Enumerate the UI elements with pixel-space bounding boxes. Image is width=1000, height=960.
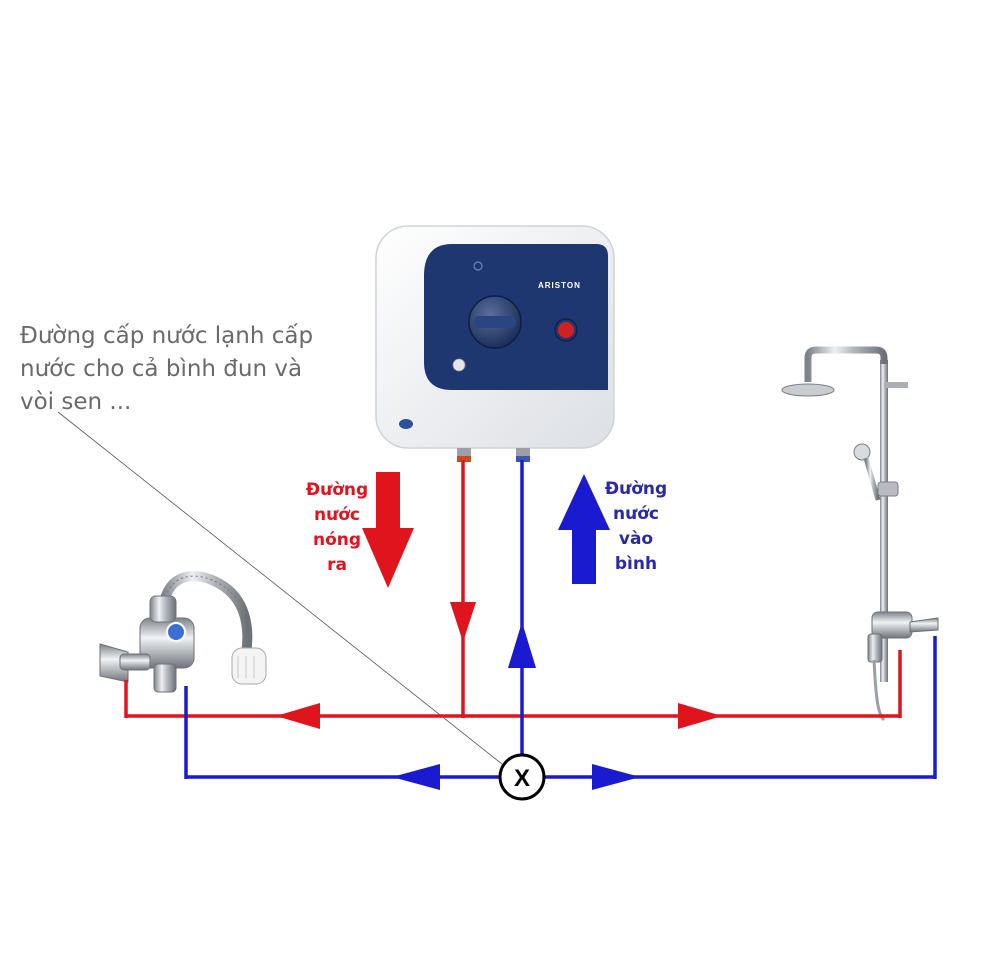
note-line-2: nước cho cả bình đun và xyxy=(20,356,302,382)
cold-in-big-arrow xyxy=(558,474,610,584)
hot-label-line-1: Đường xyxy=(306,480,368,500)
water-heater-icon: ARISTON xyxy=(375,225,615,462)
hot-label-line-4: ra xyxy=(327,555,347,575)
cold-arrow-right xyxy=(592,764,640,790)
valve-symbol: X xyxy=(514,765,530,792)
note-leader-line xyxy=(57,411,513,773)
cold-label-line-2: nước xyxy=(613,504,659,524)
cold-arrow-up xyxy=(508,622,536,668)
note-line-3: vòi sen ... xyxy=(20,389,131,415)
cold-water-label: Đường nước vào bình xyxy=(605,479,667,574)
hot-out-big-arrow xyxy=(362,472,414,588)
hot-label-line-3: nóng xyxy=(313,530,361,550)
note-line-1: Đường cấp nước lạnh cấp xyxy=(20,323,313,349)
faucet-icon xyxy=(99,571,267,693)
hot-arrow-down xyxy=(450,602,476,642)
flow-arrows xyxy=(276,602,722,790)
cold-label-line-1: Đường xyxy=(605,479,667,499)
heater-brand: ARISTON xyxy=(538,281,581,290)
pipes xyxy=(124,460,937,779)
cold-label-line-4: bình xyxy=(615,554,657,574)
hot-arrow-left xyxy=(276,703,320,729)
valve-icon: X xyxy=(498,753,546,801)
hot-water-label: Đường nước nóng ra xyxy=(306,480,368,575)
hot-arrow-right xyxy=(678,703,722,729)
shower-icon xyxy=(781,346,939,722)
hot-label-line-2: nước xyxy=(314,505,360,525)
cold-label-line-3: vào xyxy=(619,529,653,549)
cold-arrow-left xyxy=(392,764,440,790)
